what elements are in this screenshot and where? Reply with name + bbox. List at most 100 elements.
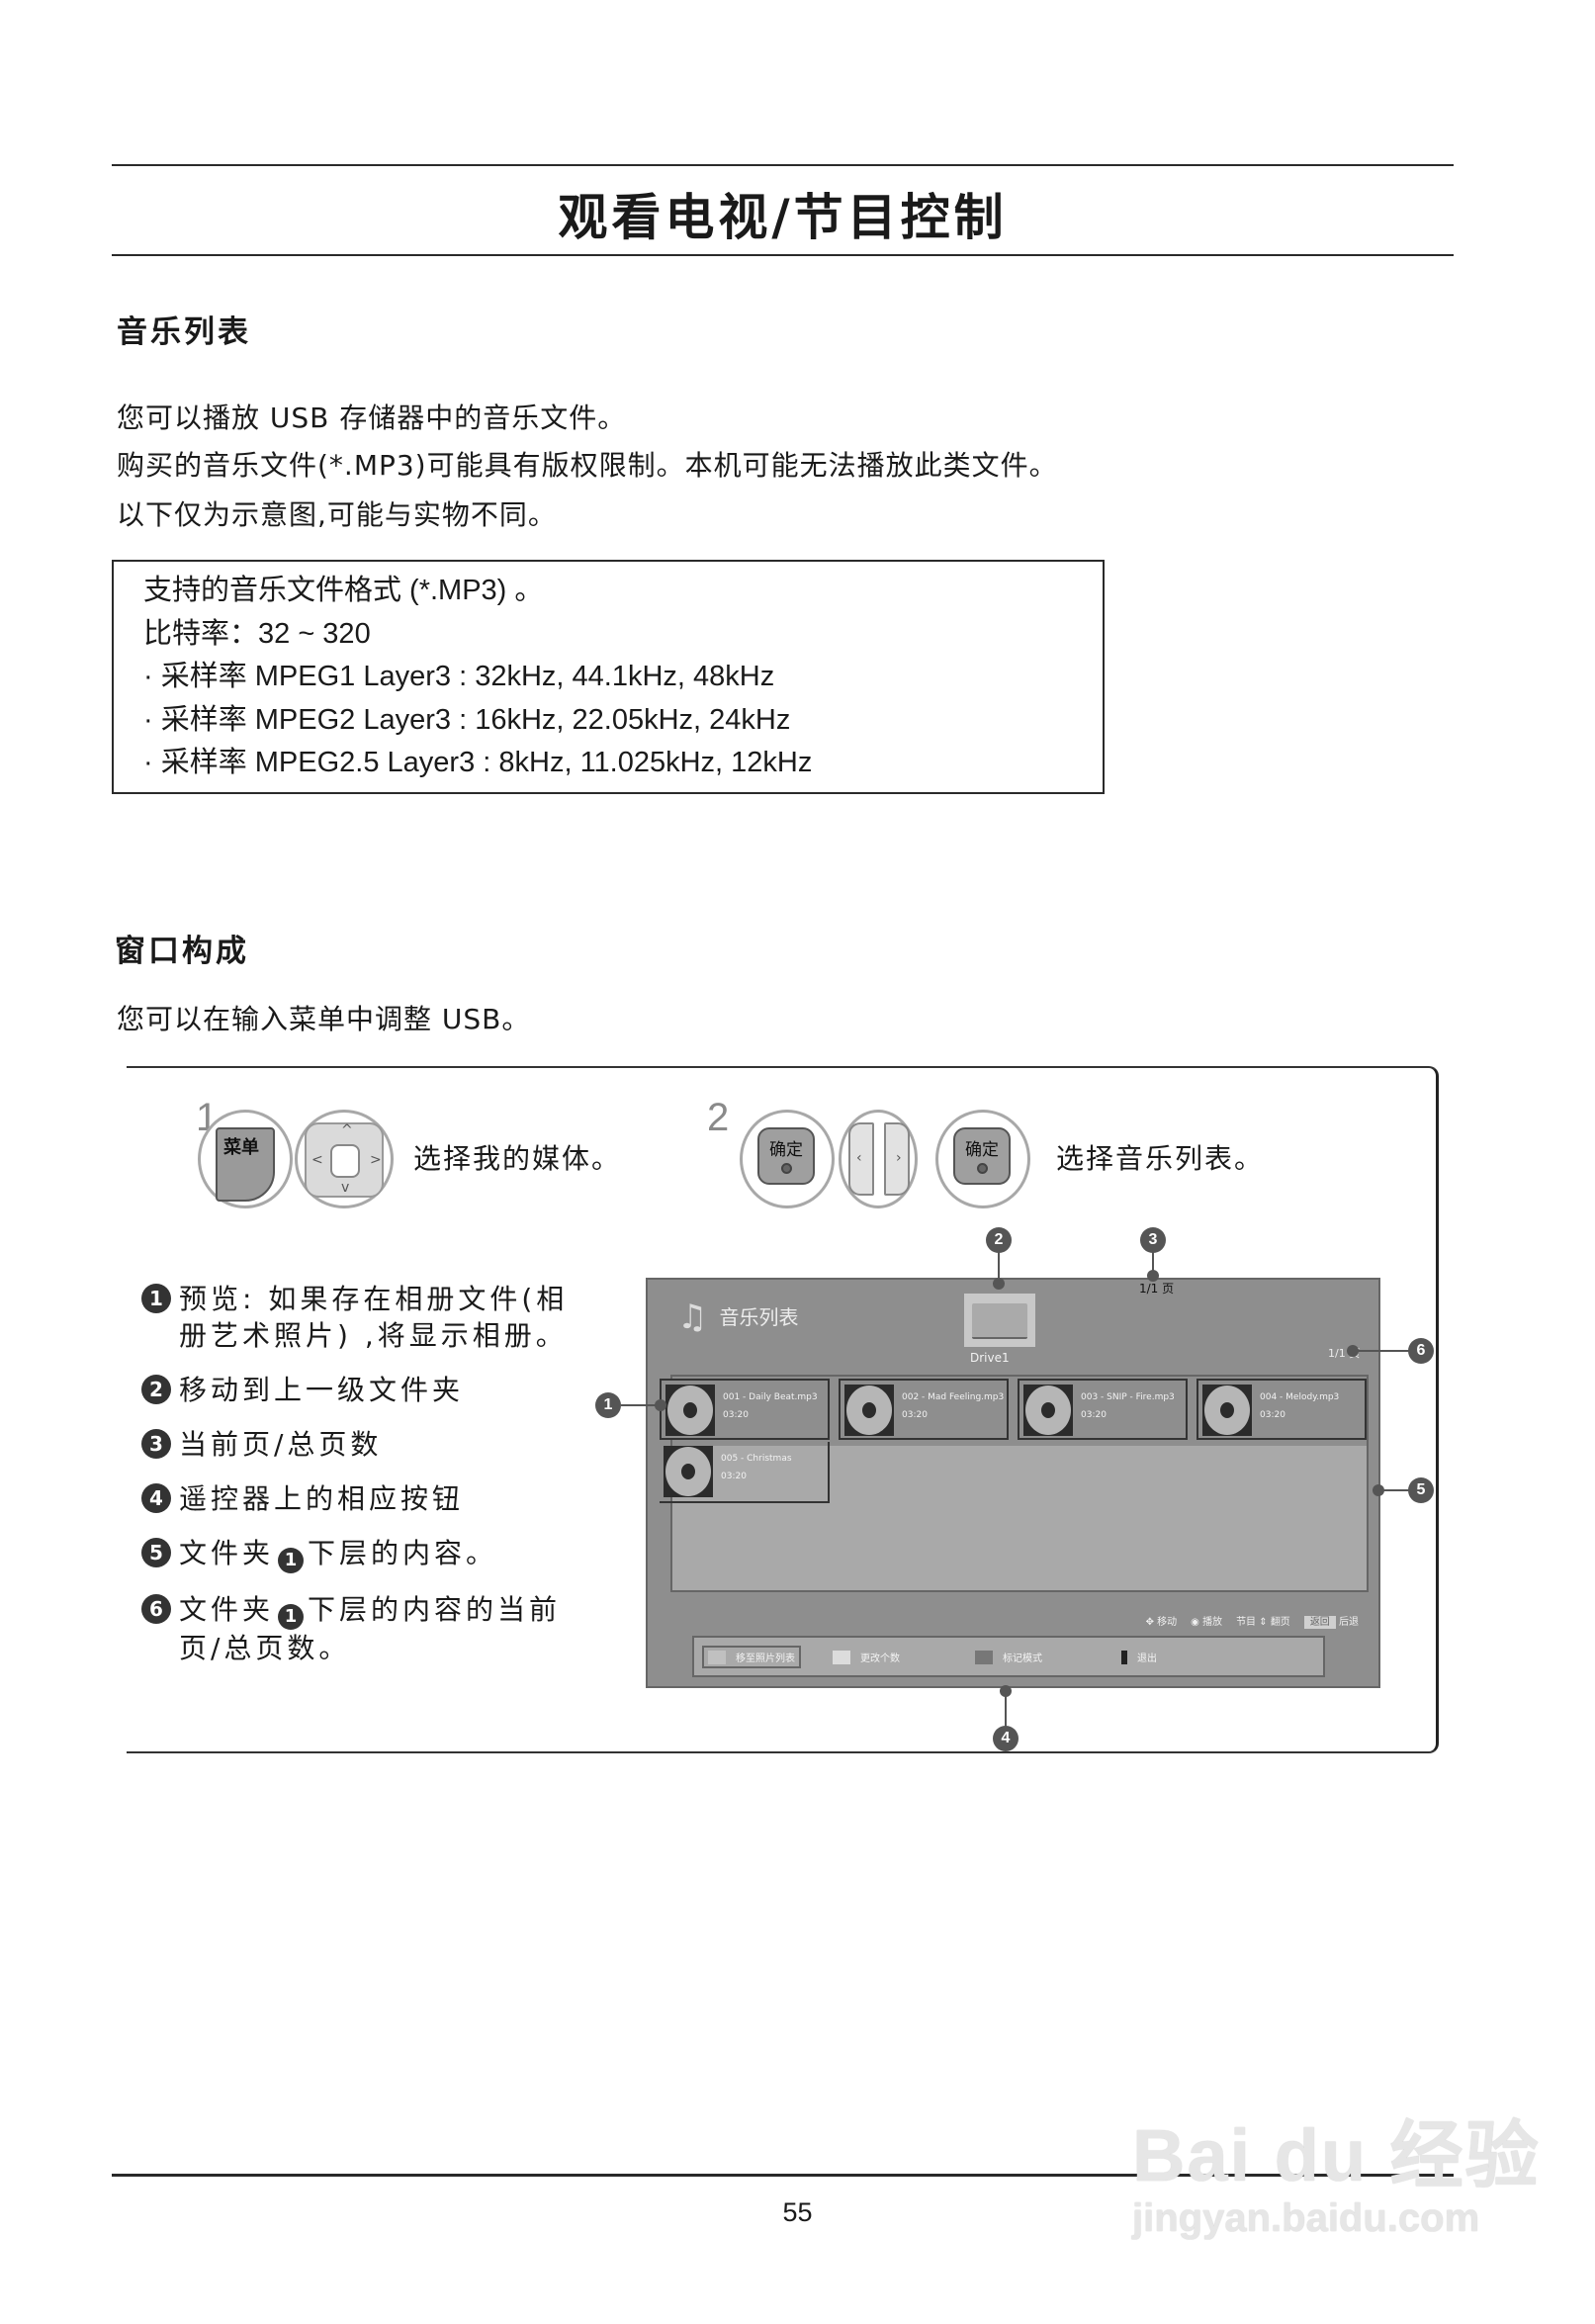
ref-badge: 1 (278, 1548, 305, 1573)
exit-key-icon (1121, 1650, 1127, 1664)
legend-text: 当前页/总页数 (179, 1428, 383, 1461)
folder-icon (972, 1303, 1027, 1339)
legend-text-after: 下层的内容。 (308, 1537, 498, 1569)
section-heading-window: 窗口构成 (115, 934, 249, 969)
track-tile[interactable]: 001 - Daily Beat.mp3 03:20 (660, 1379, 830, 1440)
back-key: 返回 (1303, 1616, 1336, 1629)
screen-title-text: 音乐列表 (719, 1305, 799, 1329)
move-to-photo-list-button[interactable]: 移至照片列表 (702, 1646, 801, 1668)
paragraph-1: 您可以播放 USB 存储器中的音乐文件。 (117, 402, 627, 434)
arrow-up-icon[interactable]: ^ (341, 1122, 353, 1138)
callout-2-pin (993, 1278, 1005, 1290)
music-list-screen: ♫音乐列表 Drive1 1/1 页 1/1 页 001 - Daily Bea… (646, 1278, 1380, 1688)
step-2-number: 2 (707, 1096, 730, 1139)
track-tile[interactable]: 003 - SNIP - Fire.mp3 03:20 (1018, 1379, 1188, 1440)
number-badge: 1 (141, 1284, 171, 1313)
legend-item-1: 1 预览: 如果存在相册文件(相册艺术照片) ,将显示相册。 (141, 1281, 596, 1354)
page-number: 55 (782, 2197, 813, 2227)
bb-label: 更改个数 (860, 1654, 900, 1664)
hint-move: ✥ 移动 (1145, 1617, 1178, 1628)
exit-button[interactable]: 退出 (1121, 1650, 1157, 1664)
left-button[interactable]: ‹ (848, 1122, 874, 1196)
track-time: 03:20 (902, 1410, 928, 1420)
cd-icon (1202, 1385, 1252, 1436)
callout-3: 3 (1140, 1227, 1166, 1253)
track-time: 03:20 (1260, 1410, 1285, 1420)
arrow-right-icon[interactable]: > (370, 1152, 382, 1168)
callout-6: 6 (1408, 1338, 1434, 1364)
step-2-text: 选择音乐列表。 (1056, 1142, 1265, 1175)
legend-text-before: 文件夹 (179, 1593, 275, 1626)
callout-5-leader (1380, 1489, 1410, 1491)
color-swatch (833, 1650, 850, 1664)
track-tile[interactable]: 005 - Christmas 03:20 (660, 1442, 830, 1503)
number-badge: 2 (141, 1375, 171, 1404)
right-button[interactable]: › (884, 1122, 910, 1196)
dpad-center[interactable] (330, 1144, 360, 1178)
color-swatch (708, 1650, 726, 1664)
ref-badge: 1 (278, 1604, 305, 1630)
parent-folder-button[interactable] (964, 1294, 1035, 1347)
callout-4: 4 (993, 1726, 1019, 1751)
paragraph-3: 以下仅为示意图,可能与实物不同。 (117, 498, 557, 531)
legend-text: 预览: 如果存在相册文件(相册艺术照片) ,将显示相册。 (179, 1283, 569, 1352)
track-name: 001 - Daily Beat.mp3 (723, 1392, 818, 1402)
callout-1: 1 (595, 1392, 621, 1418)
arrow-right-icon: › (896, 1150, 902, 1166)
watermark-url: jingyan.baidu.com (1132, 2196, 1480, 2240)
legend-text: 移动到上一级文件夹 (179, 1374, 465, 1406)
legend-text: 遥控器上的相应按钮 (179, 1482, 465, 1515)
callout-4-leader (1005, 1693, 1007, 1729)
dpad[interactable]: ^ < > v (305, 1122, 384, 1198)
track-time: 03:20 (723, 1410, 749, 1420)
title-bottom-rule (112, 254, 1454, 256)
track-tile[interactable]: 004 - Melody.mp3 03:20 (1196, 1379, 1367, 1440)
hint-move-label: 移动 (1157, 1617, 1178, 1628)
callout-3-leader (1152, 1252, 1154, 1276)
baidu-watermark: Bai du 经验 jingyan.baidu.com (1132, 2097, 1541, 2241)
track-tile[interactable]: 002 - Mad Feeling.mp3 03:20 (839, 1379, 1009, 1440)
spec-mpeg2: · 采样率 MPEG2 Layer3 : 16kHz, 22.05kHz, 24… (143, 703, 791, 736)
key-hints: ✥ 移动 ◉ 播放 节目 ⇕ 翻页 返回 后退 (1145, 1613, 1359, 1629)
ok-button-2[interactable]: 确定 (953, 1127, 1011, 1185)
spec-mpeg1: · 采样率 MPEG1 Layer3 : 32kHz, 44.1kHz, 48k… (143, 661, 775, 692)
change-count-button[interactable]: 更改个数 (833, 1650, 900, 1664)
cd-icon (844, 1385, 894, 1436)
paragraph-2: 购买的音乐文件(*.MP3)可能具有版权限制。本机可能无法播放此类文件。 (117, 449, 1058, 482)
mark-mode-button[interactable]: 标记模式 (975, 1650, 1042, 1664)
section-heading-music-list: 音乐列表 (117, 314, 251, 350)
hint-back-label: 后退 (1339, 1617, 1359, 1628)
diagram-frame (127, 1066, 1439, 1753)
window-intro: 您可以在输入菜单中调整 USB。 (117, 1003, 531, 1035)
content-lower-bg (672, 1446, 1367, 1590)
hint-page-label: 翻页 (1270, 1617, 1290, 1628)
arrow-left-icon: ‹ (856, 1150, 862, 1166)
page-indicator: 1/1 页 (1139, 1282, 1175, 1296)
arrow-down-icon[interactable]: v (341, 1180, 350, 1196)
supported-format-box: 支持的音乐文件格式 (*.MP3) 。 比特率：32 ~ 320 · 采样率 M… (112, 560, 1105, 794)
hint-page: 节目 ⇕ 翻页 (1236, 1617, 1290, 1628)
step-1-text: 选择我的媒体。 (413, 1142, 622, 1175)
ok-label: 确定 (965, 1140, 999, 1160)
callout-6-pin (1347, 1345, 1359, 1357)
arrow-left-icon[interactable]: < (311, 1152, 323, 1168)
page-title: 观看电视/节目控制 (558, 189, 1008, 246)
bb-label: 标记模式 (1003, 1654, 1042, 1664)
cd-icon (1023, 1385, 1073, 1436)
bb-label: 移至照片列表 (736, 1654, 795, 1664)
folder-content-area (670, 1375, 1369, 1592)
color-swatch (975, 1650, 993, 1664)
top-rule (112, 164, 1454, 166)
menu-button[interactable]: 菜单 (216, 1127, 275, 1202)
ok-button-1[interactable]: 确定 (757, 1127, 815, 1185)
track-name: 005 - Christmas (721, 1454, 792, 1464)
track-name: 002 - Mad Feeling.mp3 (902, 1392, 1005, 1402)
callout-4-pin (1000, 1685, 1012, 1697)
track-time: 03:20 (1081, 1410, 1107, 1420)
folder-label: Drive1 (970, 1351, 1010, 1365)
track-name: 004 - Melody.mp3 (1260, 1392, 1340, 1402)
